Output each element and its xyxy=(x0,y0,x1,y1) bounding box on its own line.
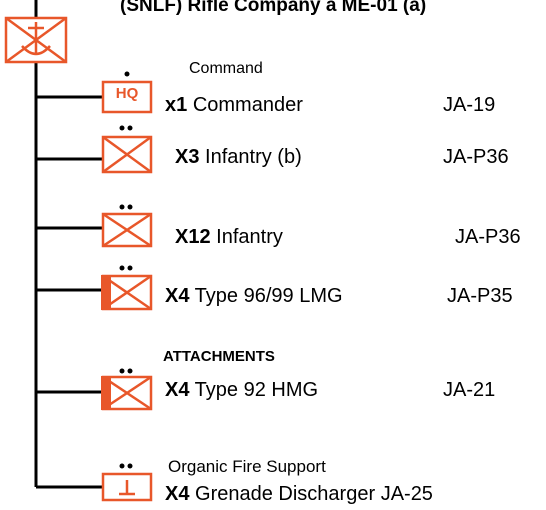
row-code: JA-P36 xyxy=(455,226,521,248)
lmg-symbol xyxy=(101,265,153,311)
row-qty: X4 xyxy=(165,285,190,307)
infantry-12-symbol xyxy=(101,204,153,248)
section-attachments: ATTACHMENTS xyxy=(163,348,275,365)
hq-label: HQ xyxy=(115,85,139,102)
row-qty: X12 xyxy=(175,226,211,248)
row-lmg: X4 Type 96/99 LMG xyxy=(165,285,343,308)
row-infantry-3: X3 Infantry (b) xyxy=(175,146,302,169)
hmg-symbol xyxy=(101,368,153,411)
row-qty: x1 xyxy=(165,94,188,116)
company-anchor-symbol xyxy=(4,16,68,64)
row-commander: x1 Commander xyxy=(165,94,303,117)
row-code: JA-21 xyxy=(443,379,496,401)
row-name: Type 92 HMG xyxy=(194,379,319,401)
row-name: Commander xyxy=(192,94,303,116)
row-qty: X3 xyxy=(175,146,200,168)
row-code: JA-P36 xyxy=(443,146,509,168)
hq-symbol xyxy=(101,71,153,114)
row-hmg: X4 Type 92 HMG xyxy=(165,379,318,402)
grenade-discharger-symbol xyxy=(101,463,153,502)
row-name: Infantry (b) xyxy=(205,146,302,168)
row-qty: X4 xyxy=(165,483,190,505)
section-command: Command xyxy=(189,60,263,77)
row-name: Grenade Discharger xyxy=(195,483,376,505)
row-qty: X4 xyxy=(165,379,190,401)
row-code: JA-19 xyxy=(443,94,496,116)
infantry-3-symbol xyxy=(101,125,153,174)
diagram-title: (SNLF) Rifle Company a ME-01 (a) xyxy=(120,0,427,16)
row-grenade-discharger: X4 Grenade Discharger JA-25 xyxy=(165,483,433,506)
row-code: JA-P35 xyxy=(447,285,513,307)
section-organic-fire-support: Organic Fire Support xyxy=(168,457,326,476)
row-infantry-12: X12 Infantry xyxy=(175,226,283,249)
row-name: Type 96/99 LMG xyxy=(194,285,343,307)
row-name: Infantry xyxy=(216,226,283,248)
row-code: JA-25 xyxy=(380,483,433,505)
